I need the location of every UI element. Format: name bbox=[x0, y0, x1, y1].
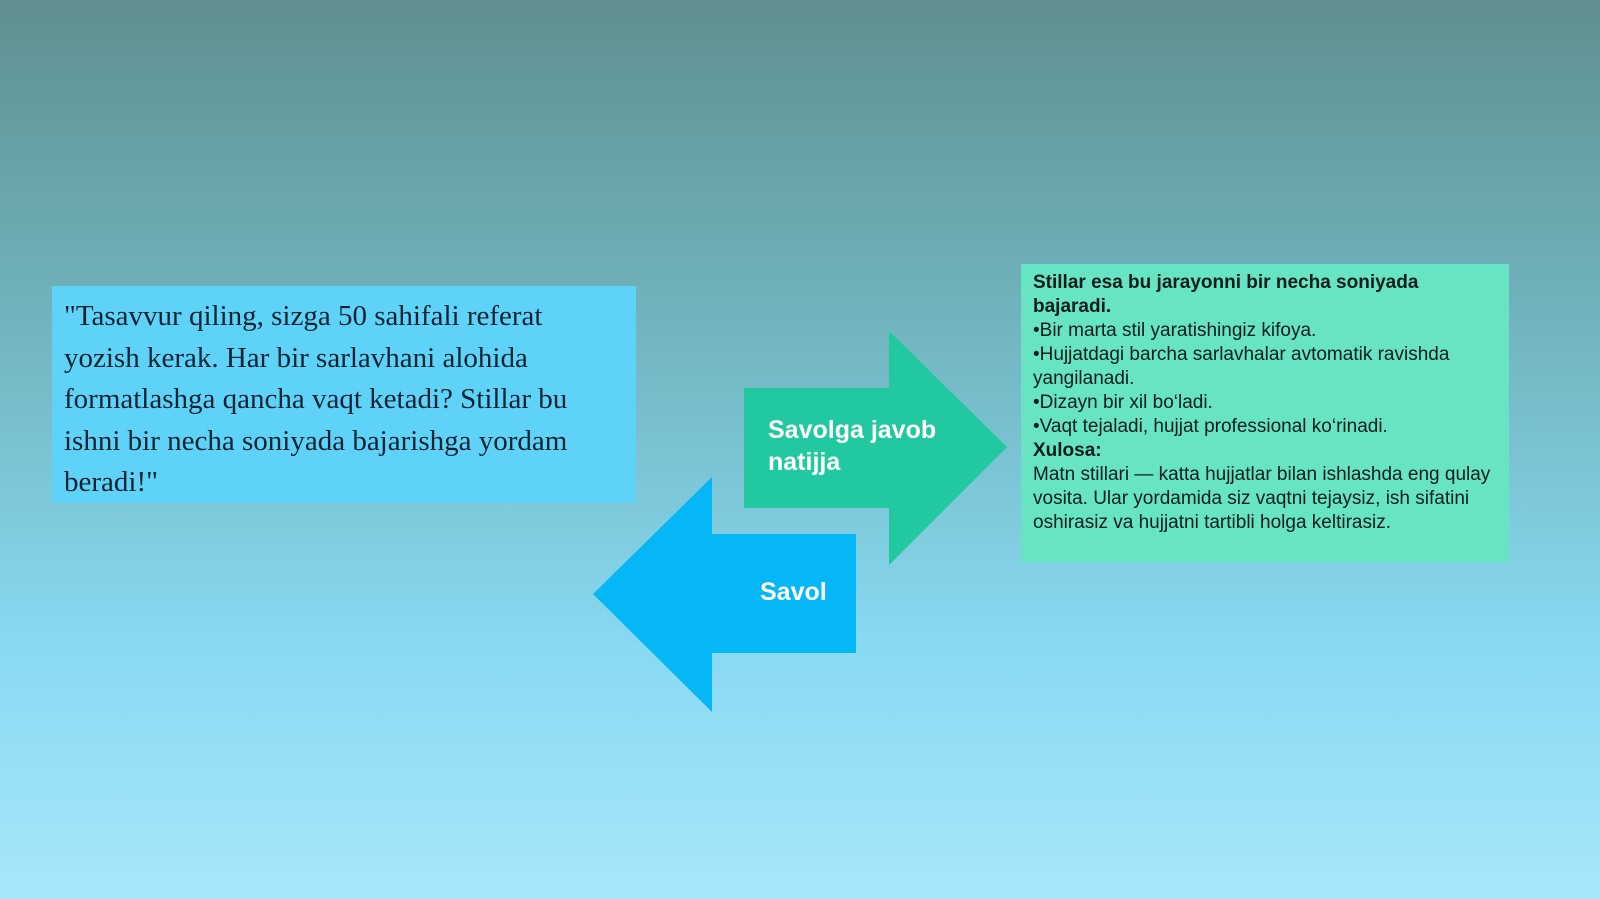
question-arrow bbox=[593, 477, 856, 712]
conclusion-text: Matn stillari — katta hujjatlar bilan is… bbox=[1033, 464, 1491, 533]
result-heading: Stillar esa bu jarayonni bir necha soniy… bbox=[1033, 272, 1419, 317]
result-bullet-2: •Hujjatdagi barcha sarlavhalar avtomatik… bbox=[1033, 344, 1450, 389]
answer-arrow-label: Savolga javob natijja bbox=[768, 416, 937, 476]
quote-textbox: "Tasavvur qiling, sizga 50 sahifali refe… bbox=[52, 286, 636, 503]
result-bullet-4: •Vaqt tejaladi, hujjat professional ko‘r… bbox=[1033, 416, 1388, 437]
answer-arrow bbox=[744, 331, 1007, 565]
result-bullet-3: •Dizayn bir xil bo‘ladi. bbox=[1033, 392, 1213, 413]
question-arrow-label: Savol bbox=[760, 578, 827, 606]
result-bullet-1: •Bir marta stil yaratishingiz kifoya. bbox=[1033, 320, 1317, 341]
quote-text: "Tasavvur qiling, sizga 50 sahifali refe… bbox=[64, 300, 568, 498]
result-textbox: Stillar esa bu jarayonni bir necha soniy… bbox=[1021, 264, 1509, 562]
conclusion-heading: Xulosa: bbox=[1033, 440, 1102, 461]
